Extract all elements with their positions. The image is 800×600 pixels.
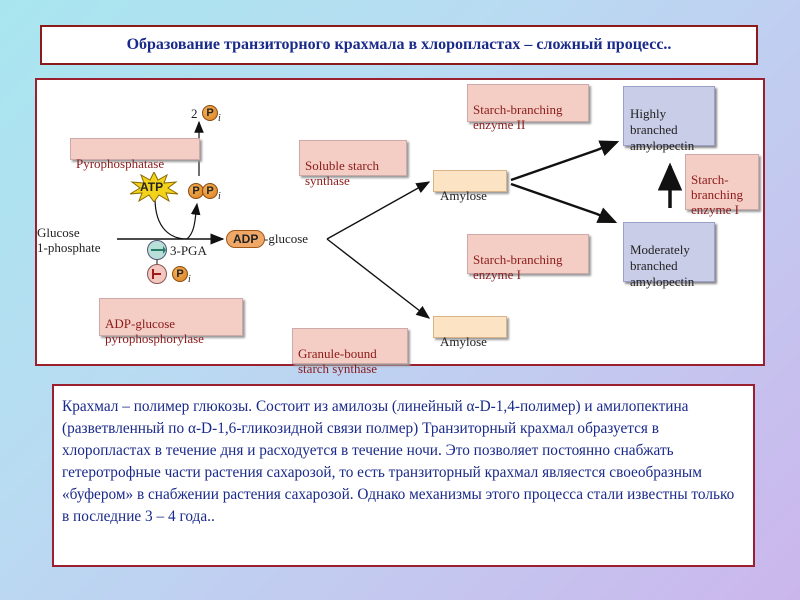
arrow-ppi-out	[186, 202, 201, 240]
explanation-text-box: Крахмал – полимер глюкозы. Состоит из ам…	[52, 384, 755, 567]
arrow-to-amylose-bottom	[326, 238, 431, 319]
adp-glucose-pyrophosphorylase-box: ADP-glucose pyrophosphorylase	[99, 298, 243, 346]
p-letter: P	[206, 185, 214, 197]
granule-bound-starch-synthase-label: Granule-bound starch synthase	[298, 346, 378, 376]
amylose-box-top: Amylose	[433, 170, 507, 203]
slide-title: Образование транзиторного крахмала в хло…	[40, 25, 758, 65]
glucose-suffix-label: -glucose	[264, 231, 309, 246]
arrow-to-amylose-top	[326, 181, 431, 240]
starch-branching-enzyme-ii-box: Starch-branching enzyme II	[467, 84, 589, 132]
pathway-arrows	[117, 120, 683, 319]
pi-circle-inhibitor: P	[172, 266, 188, 282]
glucose-1-phosphate-label: Glucose 1-phosphate	[37, 225, 101, 255]
highly-branched-amylopectin-box: Highly branched amylopectin	[623, 86, 715, 153]
i-subscript: i	[218, 113, 221, 124]
activator-circle	[147, 240, 167, 260]
moderately-branched-amylopectin-label: Moderately branched amylopectin	[630, 242, 695, 289]
p-letter: P	[192, 185, 200, 197]
pyrophosphatase-label: Pyrophosphatase	[76, 156, 165, 171]
explanation-text: Крахмал – полимер глюкозы. Состоит из ам…	[62, 398, 735, 525]
starch-pathway-diagram: 2 P i Pyrophosphatase ATP P P i Glucose …	[35, 78, 765, 376]
arrow-amylose-to-moderately-branched	[510, 182, 618, 224]
moderately-branched-amylopectin-box: Moderately branched amylopectin	[623, 222, 715, 289]
ppi-circle-2: P	[202, 183, 218, 199]
atp-label: ATP	[140, 180, 164, 194]
amylose-box-bottom: Amylose	[433, 316, 507, 349]
starch-branching-enzyme-i-box-right: Starch- branching enzyme I	[685, 154, 759, 217]
two-label: 2	[191, 106, 198, 121]
starch-branching-enzyme-i-box-middle: Starch-branching enzyme I	[467, 234, 589, 282]
highly-branched-amylopectin-label: Highly branched amylopectin	[630, 106, 695, 153]
starch-branching-enzyme-i-label: Starch- branching enzyme I	[691, 172, 743, 217]
slide-title-text: Образование транзиторного крахмала в хло…	[126, 36, 672, 53]
p-letter: P	[206, 107, 214, 119]
inhibitor-circle	[147, 264, 167, 284]
amylose-label: Amylose	[440, 188, 487, 203]
inhibition-bar-icon	[152, 269, 161, 279]
arrow-amylose-to-highly-branched	[510, 140, 620, 182]
activation-arrow-icon	[151, 246, 166, 254]
amylose-label: Amylose	[440, 334, 487, 349]
p-letter: P	[176, 268, 184, 280]
soluble-starch-synthase-box: Soluble starch synthase	[299, 140, 407, 188]
starch-branching-enzyme-ii-label: Starch-branching enzyme II	[473, 102, 563, 132]
starch-branching-enzyme-i-label: Starch-branching enzyme I	[473, 252, 563, 282]
pga-label: 3-PGA	[170, 243, 207, 258]
pyrophosphatase-box: Pyrophosphatase	[70, 138, 200, 171]
adp-badge: ADP	[226, 230, 266, 248]
i-subscript: i	[218, 191, 221, 202]
arrow-atp-in	[154, 197, 188, 240]
granule-bound-starch-synthase-box: Granule-bound starch synthase	[292, 328, 408, 376]
atp-starburst-icon	[129, 172, 179, 202]
i-subscript: i	[188, 274, 191, 285]
adp-glucose-pyrophosphorylase-label: ADP-glucose pyrophosphorylase	[105, 316, 204, 346]
pi-circle-top: P	[202, 105, 218, 121]
soluble-starch-synthase-label: Soluble starch synthase	[305, 158, 380, 188]
